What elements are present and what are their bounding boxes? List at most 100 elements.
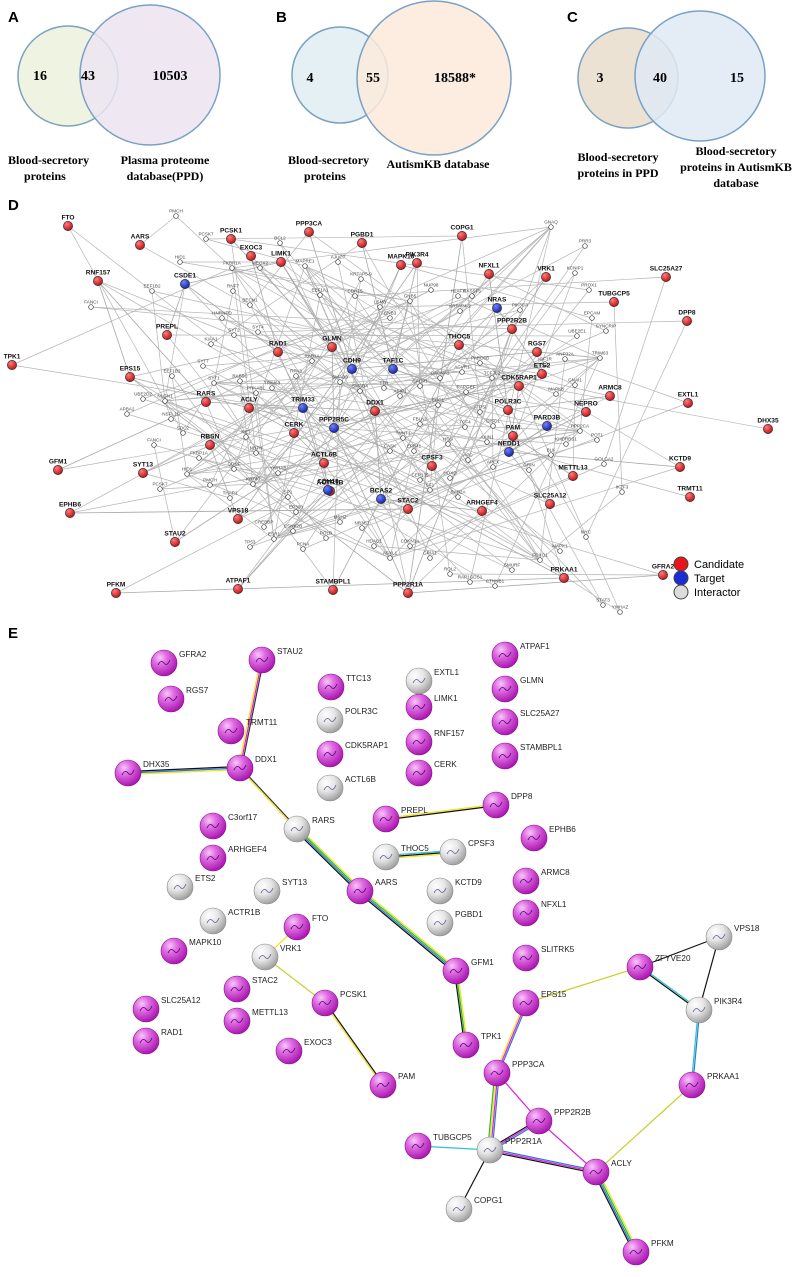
edge-d [528,469,565,579]
edge-d [488,273,509,411]
interactor-node [309,358,315,364]
edge-d [213,382,520,387]
interactor-label-tcf4: TCF4 [459,420,471,425]
venn-a-overlap-count: 43 [81,69,95,84]
protein-structure-icon [230,985,244,992]
label-e-prepl: PREPL [401,806,428,815]
interactor-label-nr3c1: NR3C1 [354,521,370,526]
interactor-node [169,373,175,379]
protein-structure-icon [412,738,426,745]
interactor-node [417,421,423,427]
edge-d [407,235,463,594]
interactor-node [357,388,363,394]
edge-e [296,829,360,892]
interactor-node [247,302,253,308]
protein-structure-icon [685,1081,699,1088]
interactor-label-rpa3: RPA3 [290,369,302,374]
label-d-rgs7: RGS7 [528,341,546,348]
node-d-limk1 [276,257,286,267]
label-e-atpaf1: ATPAF1 [520,642,550,651]
interactor-label-mapk1: MAPK1 [552,544,568,549]
interactor-node [293,373,299,379]
interactor-label-kcnip1: KCNIP1 [567,266,584,271]
protein-structure-icon [433,919,447,926]
label-d-ets2: ETS2 [534,363,551,370]
interactor-label-smurf: SMURF [504,563,521,568]
interactor-label-erc1: ERC1 [432,398,445,403]
edge-d [458,344,604,606]
interactor-label-cdkn1a: CDKN1A [401,539,421,544]
interactor-label-golga2: GOLGA2 [595,457,614,462]
edge-d [507,395,611,411]
edge-d [327,489,496,587]
label-e-prkaa1: PRKAA1 [707,1072,740,1081]
edge-d [295,375,331,492]
edge-d [249,231,310,306]
edge-d [536,351,601,359]
node-d-ppp2r1a [403,588,413,598]
edge-d [302,390,361,409]
interactor-node [490,464,496,470]
edge-e [323,1003,383,1086]
interactor-node [243,434,249,440]
interactor-label-pcna: PCNA [297,542,311,547]
node-d-stambpl1 [328,585,338,595]
edge-d [231,267,411,302]
node-d-vrk1 [541,272,551,282]
node-d-rars [201,397,211,407]
protein-structure-icon [324,683,338,690]
edge-d [333,373,543,429]
interactor-label-msh2: MSH2 [334,515,347,520]
interactor-node [247,544,253,550]
interactor-node [455,293,461,299]
interactor-label-pcsk7: PCSK7 [152,482,168,487]
interactor-node [427,555,433,561]
label-e-dhx35: DHX35 [143,760,170,769]
edge-e [639,936,720,968]
edge-d [491,377,769,430]
label-d-acly: ACLY [240,397,258,404]
label-e-ets2: ETS2 [195,874,216,883]
edge-d [508,411,587,453]
interactor-node [151,442,157,448]
edge-d [205,401,235,470]
interactor-label-prr3: PRR3 [579,239,592,244]
protein-structure-icon [532,1117,546,1124]
edge-d [407,328,513,594]
edge-e [127,765,240,773]
label-d-trim33: TRIM33 [291,397,315,404]
edge-d [512,435,574,477]
edge-d [304,265,391,319]
interactor-label-ikzf3: IKZF3 [616,485,629,490]
venn-a-right-label-2: database(PPD) [127,169,204,183]
interactor-label-eef1b2: EEF1B2 [143,284,161,289]
edge-d [380,443,449,500]
label-e-actr1b: ACTR1B [228,908,261,917]
node-d-nras [492,303,502,313]
node-d-tpk1 [7,360,17,370]
protein-structure-icon [323,716,337,723]
edge-d [57,401,207,471]
interactor-node [162,398,168,404]
edge-e [386,805,497,821]
label-e-trmt11: TRMT11 [246,718,278,727]
label-e-limk1: LIMK1 [434,694,458,703]
protein-structure-icon [498,685,512,692]
label-e-tubgcp5: TUBGCP5 [433,1133,472,1142]
edge-d [564,358,689,404]
label-e-pik3r4: PIK3R4 [714,997,743,1006]
edge-d [164,400,431,491]
edge-d [373,409,509,547]
node-d-dpp8 [682,316,692,326]
label-d-pam: PAM [506,425,521,432]
label-d-extl1: EXTL1 [678,392,699,399]
edge-d [302,430,581,550]
venn-c-left-label-1: Blood-secretory [577,150,658,164]
node-d-pgbd1 [357,238,367,248]
protein-structure-icon [258,953,272,960]
interactor-label-atp5i: ATP5I [474,405,486,410]
label-e-arhgef4: ARHGEF4 [228,845,267,854]
protein-structure-icon [446,848,460,855]
edge-d [449,573,664,576]
